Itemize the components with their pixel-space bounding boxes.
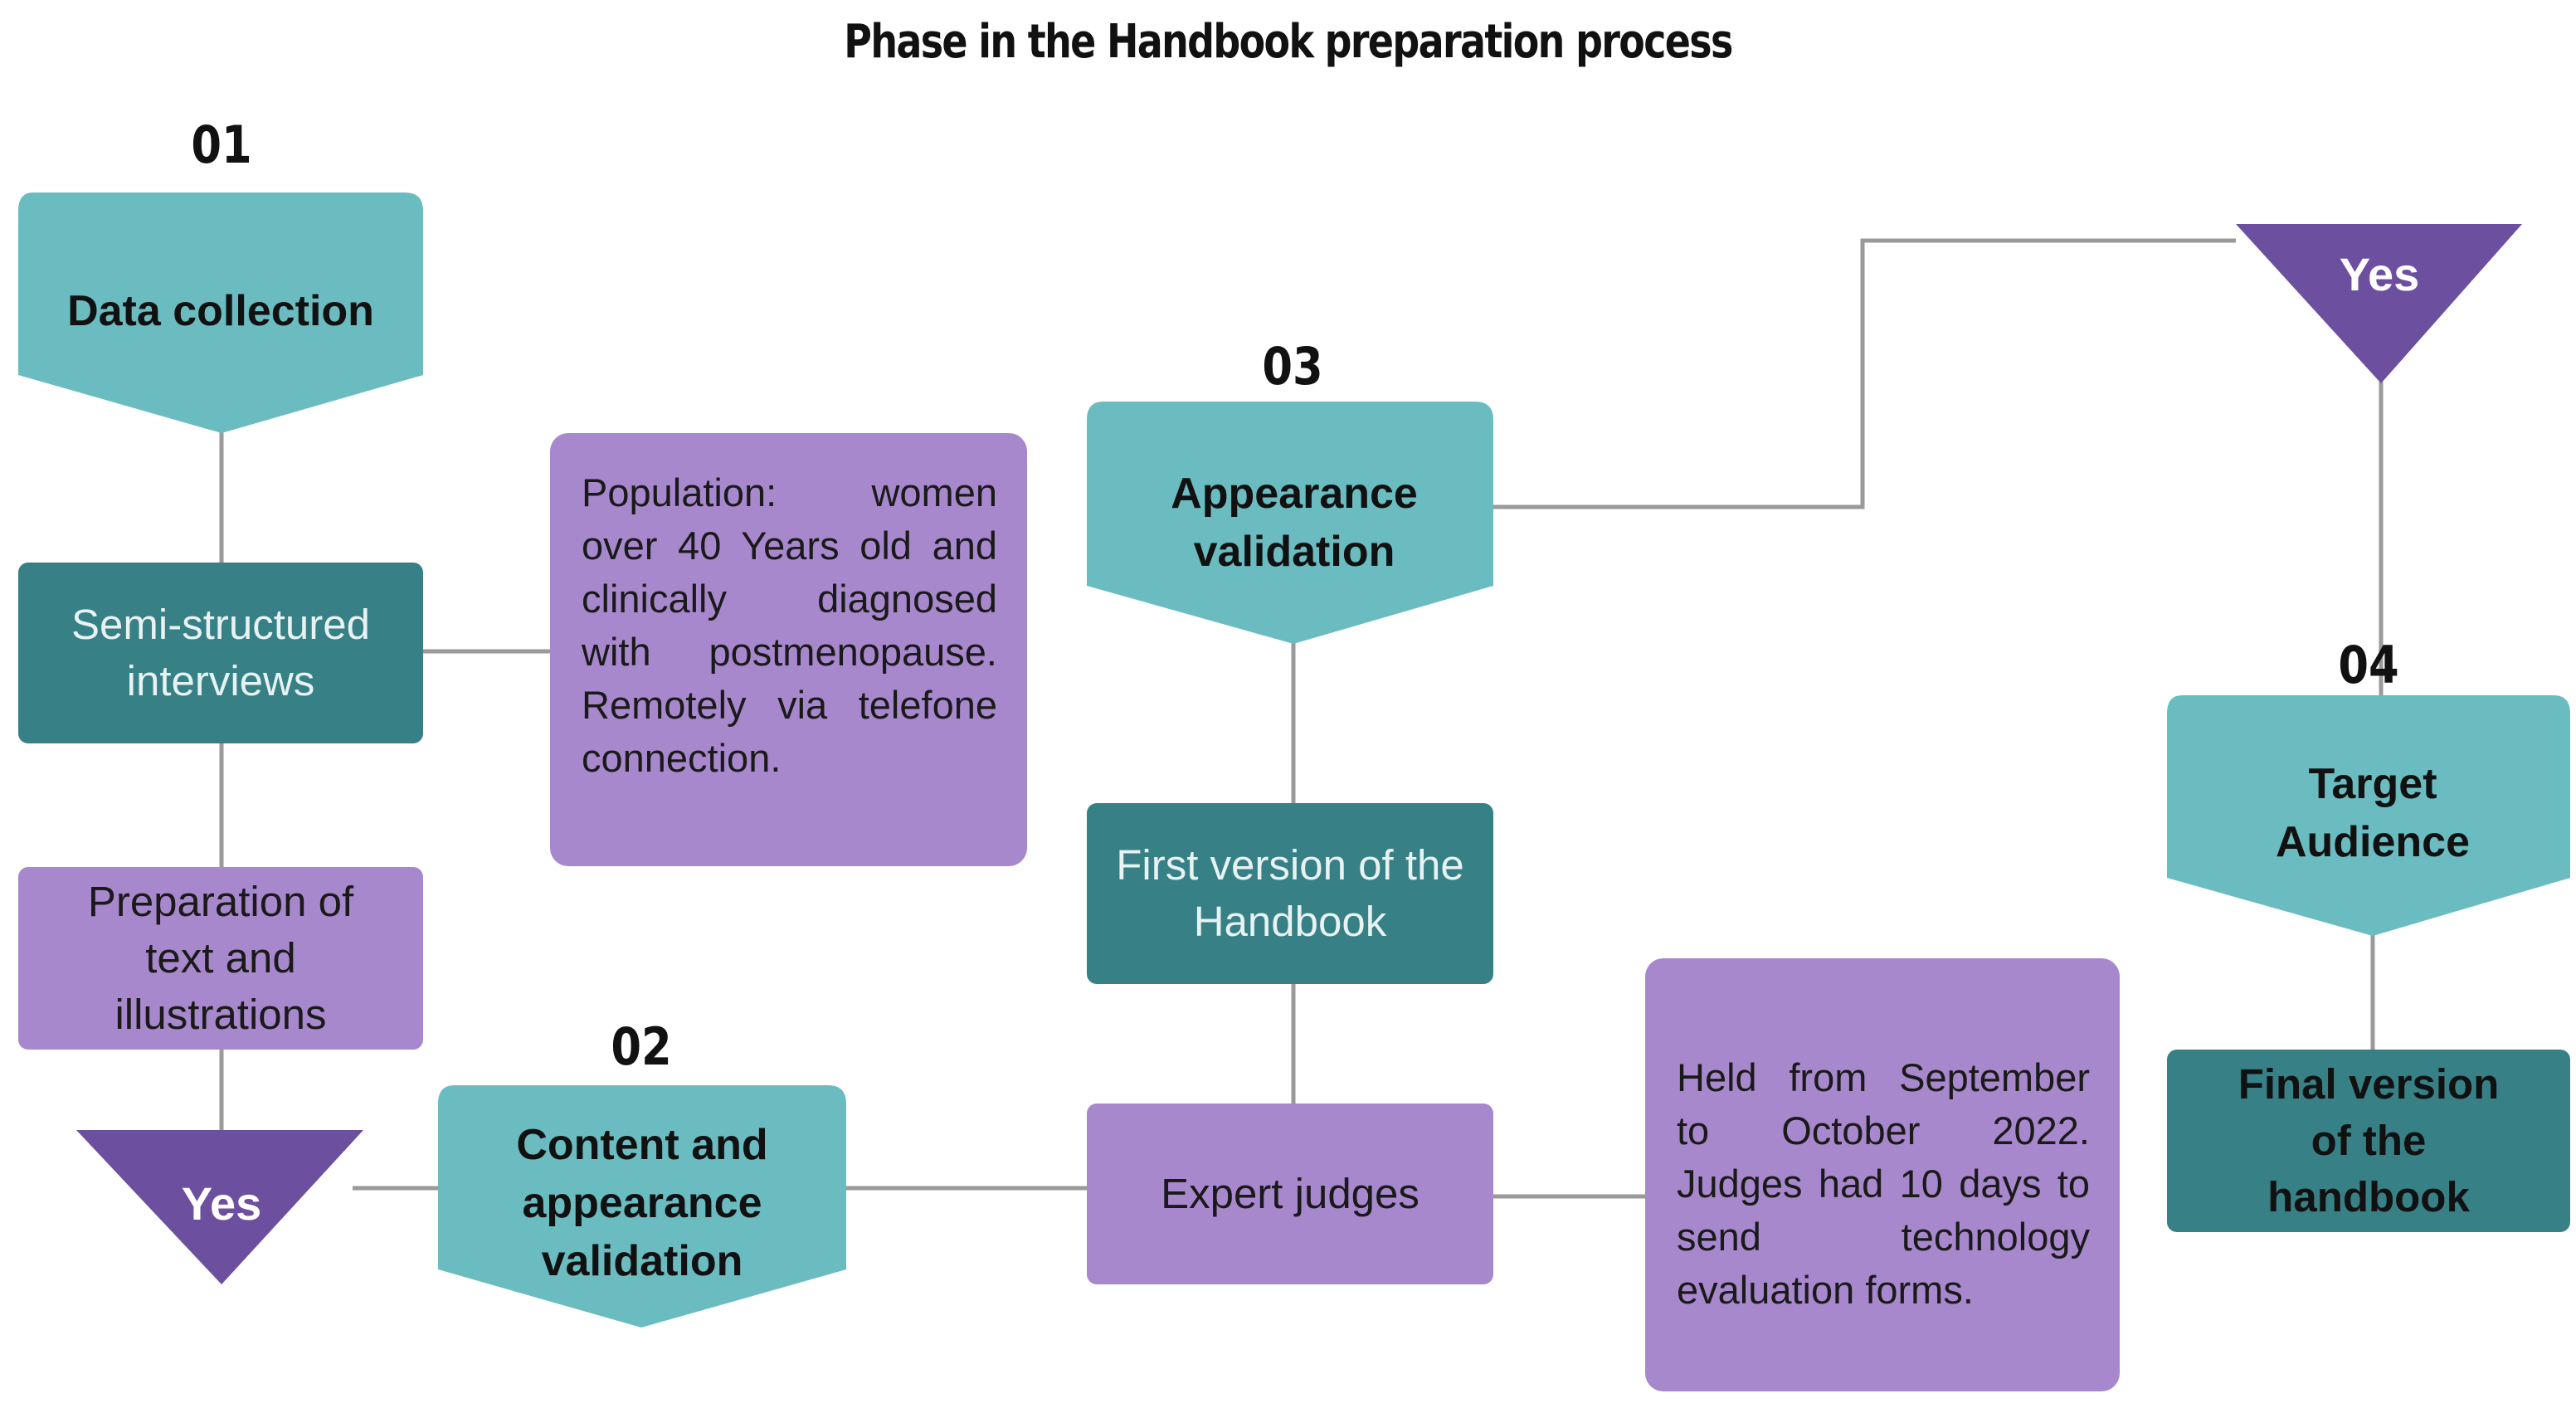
box-final-version-handbook: Final version of the handbook — [2167, 1050, 2570, 1232]
pentagon-p01 — [18, 192, 423, 433]
box-semi-structured-interviews: Semi-structured interviews — [18, 563, 423, 743]
phase-number-04: 04 — [2338, 635, 2399, 695]
note-population: Population: women over 40 Years old and … — [550, 433, 1027, 866]
phase-number-02: 02 — [611, 1016, 672, 1077]
phase-label-data-collection: Data collection — [67, 287, 374, 335]
phase-number-03: 03 — [1262, 336, 1323, 397]
decision-triangle-right — [2236, 224, 2522, 383]
phase-number-01: 01 — [191, 114, 252, 175]
phase-label-target-audience: Target Audience — [2275, 760, 2471, 866]
box-preparation-text-illustrations: Preparation of text and illustrations — [18, 867, 423, 1050]
page-title: Phase in the Handbook preparation proces… — [844, 15, 1733, 69]
phase-label-appearance-validation: Appearance validation — [1171, 470, 1418, 576]
decision-triangle-left — [76, 1130, 363, 1284]
box-first-version-handbook: First version of the Handbook — [1087, 803, 1493, 984]
pentagon-p04 — [2167, 695, 2570, 936]
decision-label-yes-left: Yes — [181, 1177, 262, 1230]
decision-label-yes-right: Yes — [2339, 248, 2420, 300]
connector-p03-to-yes — [1493, 238, 2236, 509]
phase-label-content-appearance-validation: Content and appearance validation — [516, 1121, 768, 1285]
pentagon-p02 — [438, 1085, 846, 1328]
note-held-dates: Held from September to October 2022. Jud… — [1645, 958, 2120, 1391]
box-expert-judges: Expert judges — [1087, 1104, 1493, 1284]
pentagon-p03 — [1087, 402, 1493, 644]
